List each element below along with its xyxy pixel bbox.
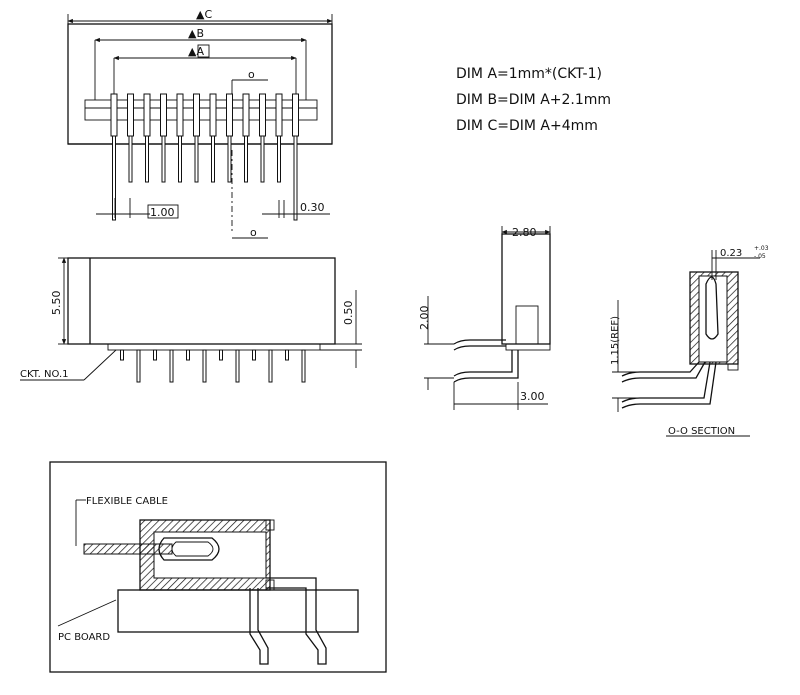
section-tol-plus: +.03 (754, 245, 769, 252)
top-pin (226, 93, 233, 183)
o-o-section (612, 250, 760, 437)
cable-label: FLEXIBLE CABLE (86, 496, 168, 507)
front-pin (219, 349, 223, 361)
top-view (67, 14, 333, 239)
front-view (20, 257, 362, 383)
section-width-label: 0.23 (720, 248, 742, 259)
front-pin (252, 349, 256, 361)
section-ref-label: 1.15(REF) (610, 316, 621, 365)
side-height-label: 2.00 (418, 306, 431, 331)
height-label: 5.50 (50, 291, 63, 316)
front-pin (268, 349, 273, 383)
top-pin (292, 93, 299, 221)
front-pin (136, 349, 141, 383)
top-pin (176, 93, 184, 183)
formula-line-3: DIM C=DIM A+4mm (456, 118, 598, 134)
pitch-label: 1.00 (150, 206, 175, 219)
board-label: PC BOARD (58, 632, 110, 643)
front-pin (285, 349, 289, 361)
top-pin (193, 93, 200, 183)
o-bottom-label: o (250, 226, 257, 239)
side-width-label: 2.80 (512, 226, 537, 239)
front-pin (235, 349, 240, 383)
front-pin (301, 349, 306, 383)
foot-label: 0.50 (342, 301, 355, 326)
formula-line-1: DIM A=1mm*(CKT-1) (456, 66, 602, 82)
top-pin (259, 93, 266, 183)
top-pin (110, 93, 118, 221)
dim-b-label: ▲B (188, 27, 204, 40)
cutaway-view (49, 461, 387, 673)
pin-width-label: 0.30 (300, 201, 325, 214)
side-foot-label: 3.00 (520, 390, 545, 403)
o-top-label: o (248, 68, 255, 81)
top-pin (143, 93, 151, 183)
ckt-label: CKT. NO.1 (20, 369, 69, 380)
section-tol-minus: -.05 (754, 253, 766, 260)
front-pin (202, 349, 207, 383)
top-pin (275, 93, 283, 183)
formula-line-2: DIM B=DIM A+2.1mm (456, 92, 611, 108)
top-pin (160, 93, 167, 183)
top-pin (209, 93, 217, 183)
top-pin (127, 93, 134, 183)
top-pin (242, 93, 250, 183)
front-pin (169, 349, 174, 383)
dim-c-label: ▲C (196, 8, 212, 21)
dim-a-label: ▲A (188, 45, 204, 58)
section-title: O-O SECTION (668, 426, 735, 437)
front-pin (186, 349, 190, 361)
front-pin (120, 349, 124, 361)
front-pin (153, 349, 157, 361)
side-view (424, 226, 551, 410)
dim-a-box (197, 44, 210, 58)
